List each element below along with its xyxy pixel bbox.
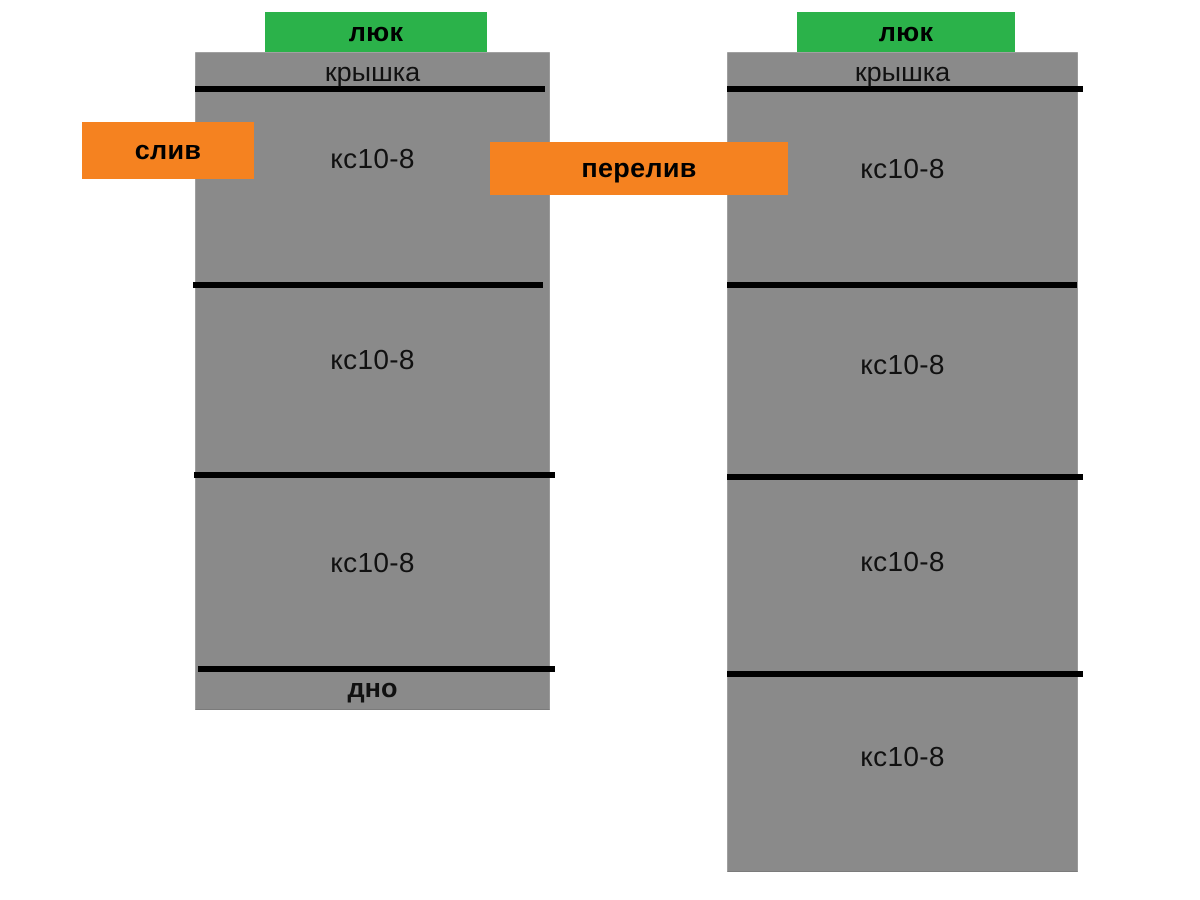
tank-right-lid-label: крышка — [854, 57, 951, 87]
tank-left-hatch-callout: люк — [265, 12, 487, 52]
tank-right-joint-lid — [727, 86, 1083, 92]
tank-left-hatch-label: люк — [348, 16, 404, 47]
tank-left-bottom-label: дно — [347, 673, 398, 703]
drain-pipe-label: слив — [134, 135, 202, 165]
overflow-pipe-callout: перелив — [490, 142, 788, 195]
tank-right-ring-label-3: кс10-8 — [860, 546, 945, 577]
tank-left-joint-1 — [193, 282, 543, 288]
tank-left-joint-bottom — [198, 666, 555, 672]
tank-right-ring-label-1: кс10-8 — [860, 153, 945, 184]
overflow-pipe-label: перелив — [581, 153, 697, 183]
tank-right-ring-label-2: кс10-8 — [860, 349, 945, 380]
tank-left-joint-lid — [195, 86, 545, 92]
drain-pipe-callout: слив — [82, 122, 254, 179]
tank-right-hatch-callout: люк — [797, 12, 1015, 52]
tank-left-ring-label-2: кс10-8 — [330, 344, 415, 375]
tank-left-lid-label: крышка — [324, 57, 421, 87]
tank-right-joint-1 — [727, 282, 1077, 288]
tank-right-ring-label-4: кс10-8 — [860, 741, 945, 772]
tank-left-ring-label-3: кс10-8 — [330, 547, 415, 578]
tank-right-joint-3 — [727, 671, 1083, 677]
tank-right-hatch-label: люк — [878, 16, 934, 47]
tank-left-ring-label-1: кс10-8 — [330, 143, 415, 174]
tank-left-joint-2 — [194, 472, 555, 478]
tank-right-joint-2 — [727, 474, 1083, 480]
